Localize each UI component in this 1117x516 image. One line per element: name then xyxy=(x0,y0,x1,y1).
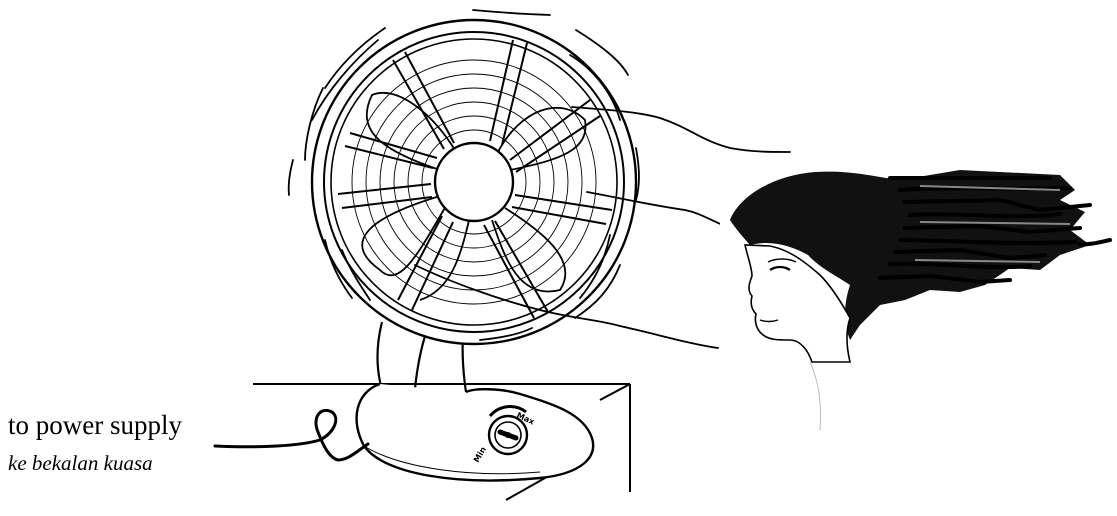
power-cord xyxy=(215,410,368,460)
power-supply-label-malay: ke bekalan kuasa xyxy=(8,451,153,476)
fan-base xyxy=(357,384,594,480)
power-supply-label-english: to power supply xyxy=(8,410,182,441)
girl-illustration xyxy=(720,168,1110,436)
fan-hub xyxy=(435,143,513,221)
